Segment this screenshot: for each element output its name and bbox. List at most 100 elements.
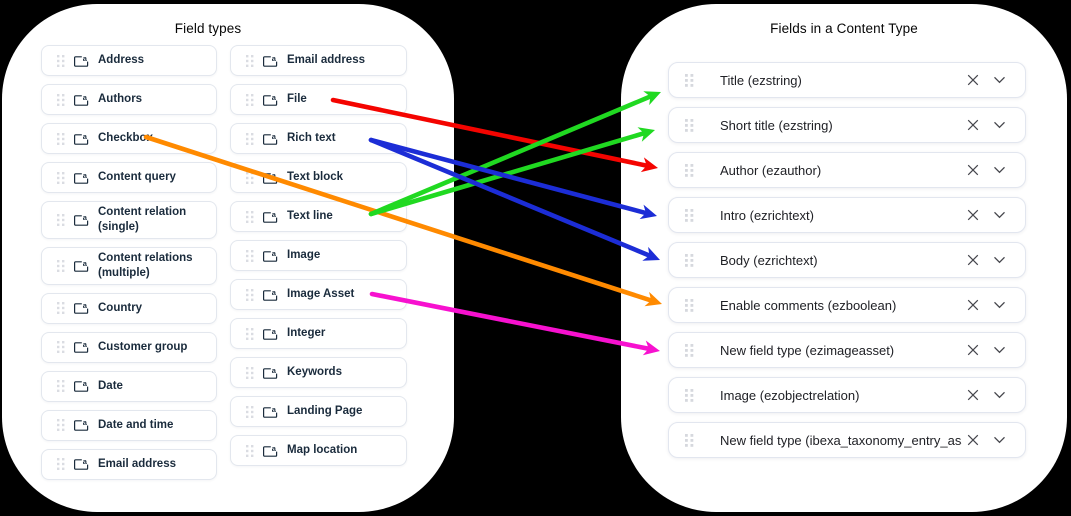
drag-handle-icon[interactable] — [57, 93, 65, 106]
drag-handle-icon[interactable] — [685, 298, 694, 312]
content-type-field-row[interactable]: Image (ezobjectrelation) — [668, 377, 1026, 413]
chevron-down-icon[interactable] — [988, 384, 1010, 406]
drag-handle-icon[interactable] — [246, 327, 254, 340]
drag-handle-icon[interactable] — [685, 208, 694, 222]
field-type-item[interactable]: a Image — [230, 240, 407, 271]
remove-field-icon[interactable] — [962, 204, 984, 226]
drag-handle-icon[interactable] — [246, 405, 254, 418]
chevron-down-icon[interactable] — [988, 339, 1010, 361]
content-type-field-row[interactable]: Enable comments (ezboolean) — [668, 287, 1026, 323]
field-type-label: File — [287, 93, 307, 106]
field-type-item[interactable]: a Date — [41, 370, 217, 402]
drag-handle-icon[interactable] — [57, 54, 65, 67]
field-type-item[interactable]: a Email address — [41, 448, 217, 480]
field-type-item[interactable]: a File — [230, 84, 407, 115]
drag-handle-icon[interactable] — [57, 419, 65, 432]
field-type-item[interactable]: a Email address — [230, 45, 407, 76]
content-type-field-row[interactable]: Short title (ezstring) — [668, 107, 1026, 143]
field-type-item[interactable]: a Landing Page — [230, 396, 407, 427]
drag-handle-icon[interactable] — [685, 73, 694, 87]
content-type-field-list: Title (ezstring) Short title (ezstring) — [668, 62, 1026, 458]
field-type-item[interactable]: a Image Asset — [230, 279, 407, 310]
drag-handle-icon[interactable] — [685, 253, 694, 267]
field-type-icon: a — [74, 171, 89, 184]
field-type-icon: a — [263, 93, 278, 106]
field-type-item[interactable]: a Content query — [41, 162, 217, 193]
field-type-label: Date and time — [98, 418, 174, 431]
content-type-field-row[interactable]: Body (ezrichtext) — [668, 242, 1026, 278]
drag-handle-icon[interactable] — [685, 433, 694, 447]
content-type-field-row[interactable]: Author (ezauthor) — [668, 152, 1026, 188]
remove-field-icon[interactable] — [962, 429, 984, 451]
remove-field-icon[interactable] — [962, 339, 984, 361]
drag-handle-icon[interactable] — [57, 341, 65, 354]
field-type-icon: a — [74, 458, 89, 471]
field-type-label: Country — [98, 301, 143, 314]
drag-handle-icon[interactable] — [246, 132, 254, 145]
remove-field-icon[interactable] — [962, 294, 984, 316]
drag-handle-icon[interactable] — [57, 171, 65, 184]
remove-field-icon[interactable] — [962, 159, 984, 181]
field-type-item[interactable]: a Checkbox — [41, 123, 217, 154]
drag-handle-icon[interactable] — [246, 366, 254, 379]
drag-handle-icon[interactable] — [685, 163, 694, 177]
field-type-item[interactable]: a Integer — [230, 318, 407, 349]
chevron-down-icon[interactable] — [988, 69, 1010, 91]
content-type-field-row[interactable]: New field type (ezimageasset) — [668, 332, 1026, 368]
field-type-item[interactable]: a Text line — [230, 201, 407, 232]
drag-handle-icon[interactable] — [246, 249, 254, 262]
field-type-item[interactable]: a Country — [41, 292, 217, 324]
chevron-down-icon[interactable] — [988, 249, 1010, 271]
content-type-field-label: New field type (ezimageasset) — [720, 342, 895, 358]
field-type-label: Address — [98, 54, 145, 67]
drag-handle-icon[interactable] — [57, 380, 65, 393]
drag-handle-icon[interactable] — [246, 210, 254, 223]
field-type-label: Text block — [287, 171, 344, 184]
field-type-label: Image Asset — [287, 288, 355, 301]
content-type-field-row[interactable]: New field type (ibexa_taxonomy_entry_ass… — [668, 422, 1026, 458]
field-type-label: Date — [98, 379, 123, 392]
chevron-down-icon[interactable] — [988, 294, 1010, 316]
remove-field-icon[interactable] — [962, 384, 984, 406]
svg-text:a: a — [83, 55, 88, 63]
field-type-item[interactable]: a Authors — [41, 84, 217, 115]
field-type-icon: a — [263, 54, 278, 67]
field-type-item[interactable]: a Customer group — [41, 331, 217, 363]
drag-handle-icon[interactable] — [57, 259, 65, 272]
remove-field-icon[interactable] — [962, 69, 984, 91]
field-type-item[interactable]: a Text block — [230, 162, 407, 193]
field-type-item[interactable]: a Address — [41, 45, 217, 76]
field-type-item[interactable]: a Map location — [230, 435, 407, 466]
field-type-item[interactable]: a Keywords — [230, 357, 407, 388]
field-type-item[interactable]: a Rich text — [230, 123, 407, 154]
drag-handle-icon[interactable] — [57, 302, 65, 315]
remove-field-icon[interactable] — [962, 249, 984, 271]
field-type-item[interactable]: a Content relation (single) — [41, 201, 217, 239]
drag-handle-icon[interactable] — [246, 444, 254, 457]
drag-handle-icon[interactable] — [57, 132, 65, 145]
field-type-icon: a — [263, 171, 278, 184]
field-type-icon: a — [74, 93, 89, 106]
field-type-item[interactable]: a Date and time — [41, 409, 217, 441]
drag-handle-icon[interactable] — [685, 388, 694, 402]
svg-text:a: a — [83, 341, 88, 349]
drag-handle-icon[interactable] — [57, 213, 65, 226]
content-type-field-row[interactable]: Intro (ezrichtext) — [668, 197, 1026, 233]
drag-handle-icon[interactable] — [685, 118, 694, 132]
drag-handle-icon[interactable] — [246, 171, 254, 184]
drag-handle-icon[interactable] — [685, 343, 694, 357]
content-type-field-row[interactable]: Title (ezstring) — [668, 62, 1026, 98]
drag-handle-icon[interactable] — [246, 54, 254, 67]
chevron-down-icon[interactable] — [988, 204, 1010, 226]
field-type-label: Content relation (single) — [98, 206, 187, 233]
field-types-column-2: a Email address a File — [230, 45, 407, 466]
drag-handle-icon[interactable] — [246, 288, 254, 301]
drag-handle-icon[interactable] — [246, 93, 254, 106]
chevron-down-icon[interactable] — [988, 429, 1010, 451]
chevron-down-icon[interactable] — [988, 159, 1010, 181]
remove-field-icon[interactable] — [962, 114, 984, 136]
field-type-label: Map location — [287, 444, 358, 457]
drag-handle-icon[interactable] — [57, 458, 65, 471]
chevron-down-icon[interactable] — [988, 114, 1010, 136]
field-type-item[interactable]: a Content relations (multiple) — [41, 246, 217, 285]
